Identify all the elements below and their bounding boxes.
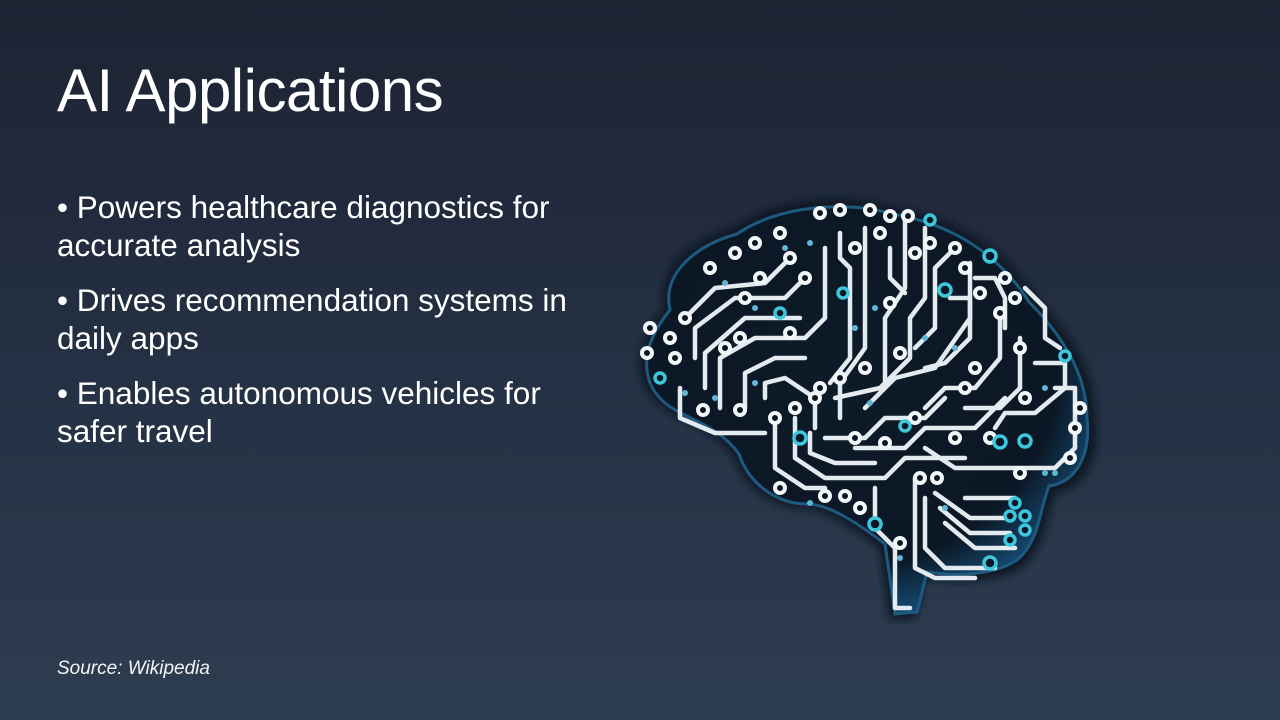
circuit-brain-icon bbox=[625, 188, 1105, 624]
slide-title: AI Applications bbox=[57, 57, 444, 124]
bullet-item: • Drives recommendation systems in daily… bbox=[57, 282, 567, 356]
bullet-item: • Enables autonomous vehicles for safer … bbox=[57, 375, 541, 449]
bullet-item: • Powers healthcare diagnostics for accu… bbox=[57, 189, 550, 263]
bullet-list: • Powers healthcare diagnostics for accu… bbox=[57, 188, 602, 467]
source-citation: Source: Wikipedia bbox=[57, 658, 210, 679]
